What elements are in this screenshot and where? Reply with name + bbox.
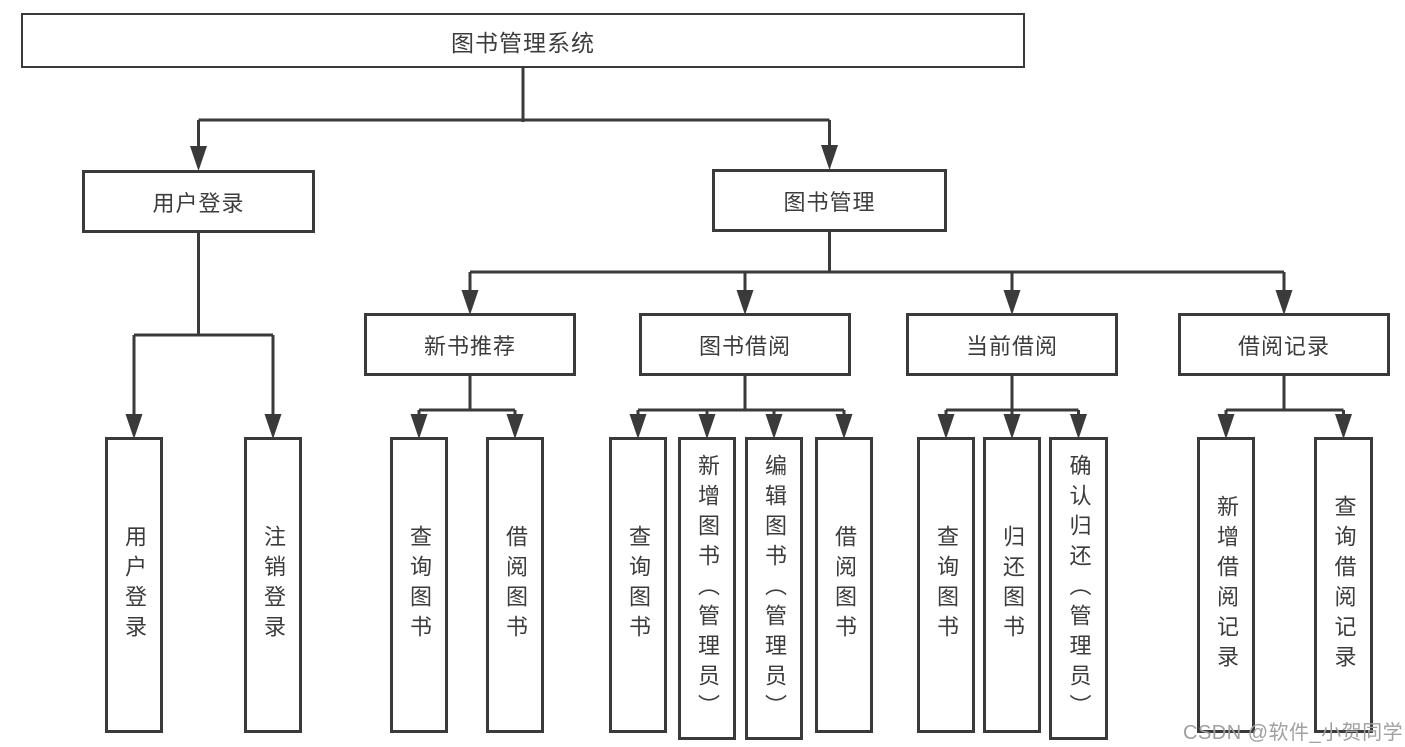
leaf-label: 确认归还（管理员）: [1066, 453, 1092, 724]
node-root: 图书管理系统: [21, 13, 1025, 68]
leaf-label: 新增图书（管理员）: [695, 453, 720, 724]
node-leaf-cb-return-books: 归还图书: [983, 437, 1041, 733]
leaf-label: 编辑图书（管理员）: [762, 453, 787, 724]
leaf-label: 用户登录: [122, 525, 147, 645]
connector-borrowrecords-to-leaves: [1217, 376, 1352, 439]
node-leaf-bb-query-books: 查询图书: [609, 437, 667, 733]
node-leaf-cb-query-books: 查询图书: [917, 437, 975, 733]
leaf-label: 注销登录: [261, 525, 286, 645]
node-leaf-logout: 注销登录: [244, 437, 302, 733]
leaf-label: 查询图书: [934, 525, 959, 645]
leaf-label: 查询图书: [407, 525, 432, 645]
node-book-borrowing: 图书借阅: [639, 313, 851, 376]
node-leaf-br-query-record: 查询借阅记录: [1314, 437, 1373, 733]
leaf-label: 查询图书: [626, 525, 651, 645]
leaf-label: 借阅图书: [832, 525, 857, 645]
leaf-label: 归还图书: [1000, 525, 1025, 645]
connector-root-to-level1: [190, 68, 838, 171]
node-user-login: 用户登录: [82, 170, 315, 233]
csdn-watermark: CSDN @软件_小贺同学: [1183, 722, 1404, 744]
leaf-label: 查询借阅记录: [1331, 495, 1357, 675]
connector-bookborrow-to-leaves: [629, 376, 853, 439]
node-leaf-nb-query-books: 查询图书: [390, 437, 448, 733]
node-book-management: 图书管理: [712, 169, 947, 232]
connector-bookmgmt-to-level2: [461, 232, 1293, 315]
node-new-book-recommend: 新书推荐: [364, 313, 576, 376]
node-leaf-user-login: 用户登录: [105, 437, 163, 733]
connector-newbooks-to-leaves: [410, 376, 524, 439]
node-leaf-bb-add-books-admin: 新增图书（管理员）: [678, 437, 736, 740]
leaf-label: 借阅图书: [503, 525, 528, 645]
node-borrow-records: 借阅记录: [1178, 313, 1390, 376]
node-leaf-cb-confirm-return-admin: 确认归还（管理员）: [1049, 437, 1108, 740]
node-leaf-br-add-record: 新增借阅记录: [1197, 437, 1255, 733]
connector-userlogin-to-leaves: [125, 233, 282, 439]
leaf-label: 新增借阅记录: [1214, 495, 1239, 675]
node-current-borrowing: 当前借阅: [906, 313, 1118, 376]
connector-currentborrow-to-leaves: [937, 376, 1087, 439]
node-leaf-bb-borrow-books: 借阅图书: [815, 437, 873, 733]
node-leaf-nb-borrow-books: 借阅图书: [486, 437, 544, 733]
node-leaf-bb-edit-books-admin: 编辑图书（管理员）: [745, 437, 803, 740]
